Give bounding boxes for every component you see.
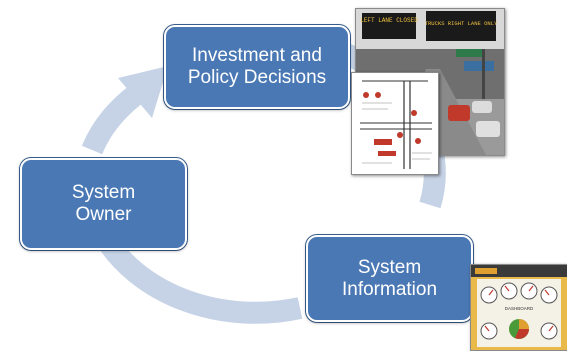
sign-left-text: LEFT LANE CLOSED xyxy=(360,17,418,24)
information-node-line-2: Information xyxy=(341,278,438,300)
system-information-node: System Information xyxy=(306,235,473,322)
investment-node-line-1: Investment and xyxy=(192,45,322,66)
information-node-line-1: System xyxy=(357,256,422,278)
dashboard-title: DASHBOARD xyxy=(505,306,534,311)
gauge-icons xyxy=(480,282,558,340)
investment-policy-decisions-node: Investment and Policy Decisions xyxy=(164,25,350,109)
investment-node-line-2: Policy Decisions xyxy=(187,67,327,88)
pie-chart-icon xyxy=(509,319,529,339)
dashboard-screenshot: DASHBOARD xyxy=(470,264,567,351)
sign-right-text: TRUCKS RIGHT LANE ONLY xyxy=(425,20,498,27)
system-owner-node: System Owner xyxy=(20,158,187,250)
signal-plan-drawing xyxy=(351,72,439,175)
owner-node-line-2: Owner xyxy=(75,204,132,225)
owner-node-line-1: System xyxy=(71,182,136,203)
